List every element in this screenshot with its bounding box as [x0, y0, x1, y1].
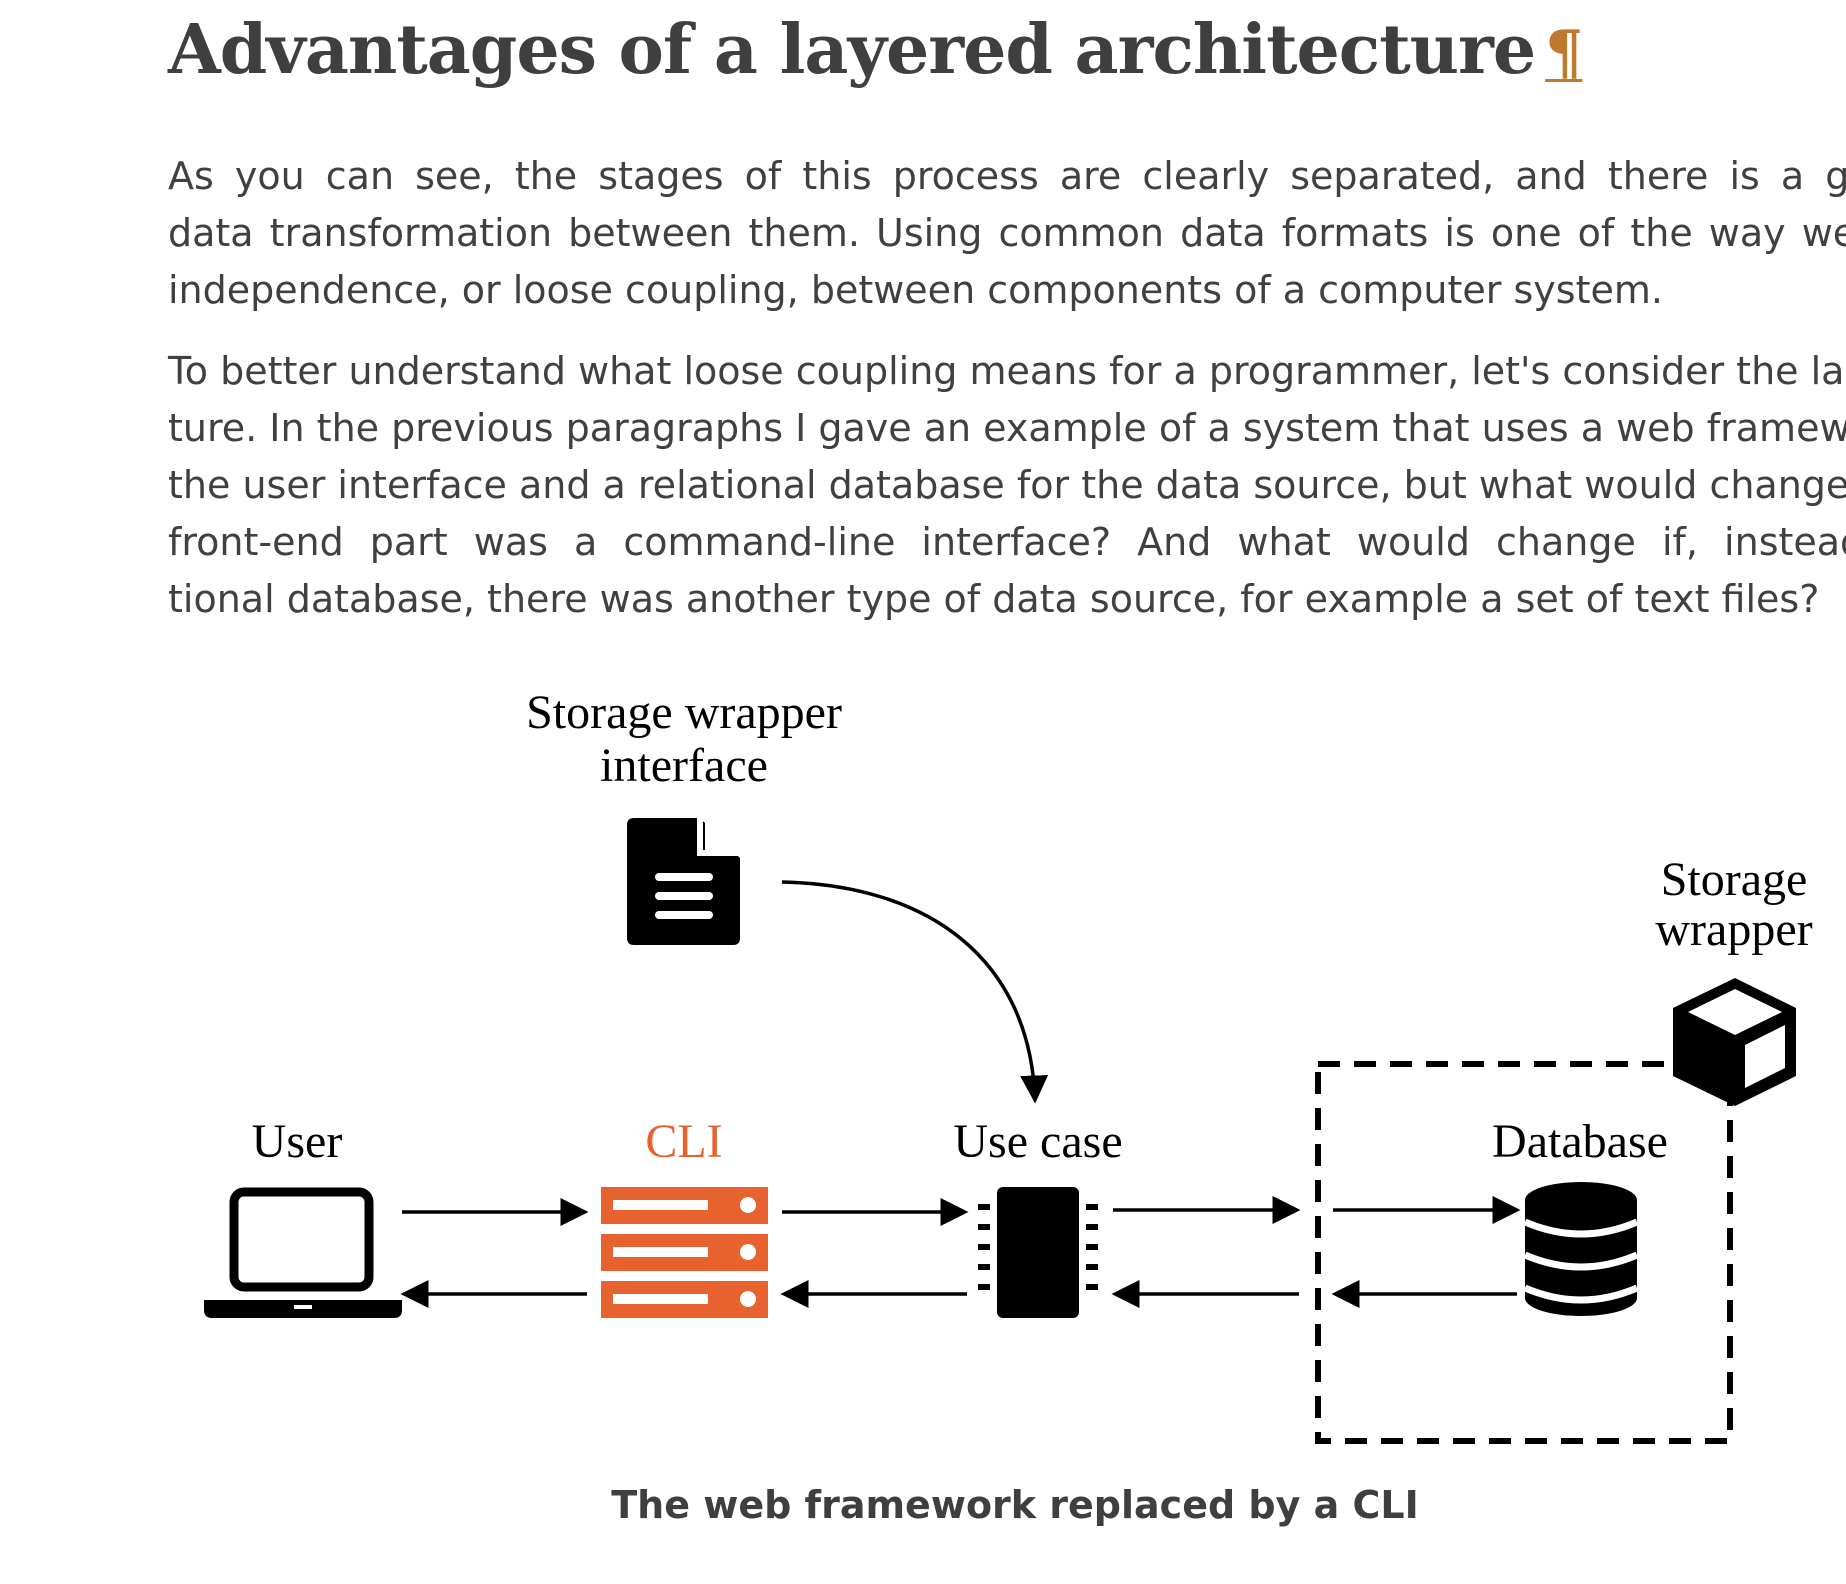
paragraph-line: data transformation between them. Using …: [168, 211, 1846, 255]
section-heading: Advantages of a layered architecture¶: [168, 10, 1583, 93]
cube-icon: [1673, 978, 1796, 1106]
paragraph-line: To better understand what loose coupling…: [168, 349, 1846, 393]
paragraph-line: front-end part was a command-line interf…: [168, 520, 1846, 564]
laptop-icon: [204, 1187, 402, 1318]
permalink-icon[interactable]: ¶: [1545, 18, 1583, 88]
cli-server-icon: [601, 1187, 768, 1318]
storage-wrapper-boundary: [1315, 1061, 1733, 1444]
user-label: User: [252, 1115, 343, 1168]
architecture-diagram: Storage wrapper interface Storage wrappe…: [204, 686, 1813, 1444]
storage-wrapper-interface-label: interface: [600, 739, 768, 792]
storage-wrapper-interface-label: Storage wrapper: [526, 686, 842, 739]
paragraph-line: the user interface and a relational data…: [168, 463, 1846, 507]
database-icon: [1523, 1182, 1639, 1316]
figure-caption: The web framework replaced by a CLI: [611, 1483, 1419, 1527]
paragraph-line: independence, or loose coupling, between…: [168, 268, 1663, 312]
chip-icon: [978, 1187, 1098, 1318]
paragraph-line: ture. In the previous paragraphs I gave …: [168, 406, 1846, 450]
paragraph-1: As you can see, the stages of this proce…: [168, 148, 1846, 319]
paragraph-line: As you can see, the stages of this proce…: [168, 154, 1846, 198]
interface-to-usecase-arrow: [781, 880, 1049, 1104]
cli-label: CLI: [645, 1115, 722, 1168]
storage-wrapper-label: Storage: [1661, 853, 1808, 906]
paragraph-line: tional database, there was another type …: [168, 577, 1820, 621]
storage-wrapper-label: wrapper: [1655, 903, 1812, 956]
use-case-label: Use case: [953, 1115, 1122, 1168]
database-label: Database: [1492, 1115, 1668, 1168]
paragraph-2: To better understand what loose coupling…: [168, 343, 1846, 628]
document-icon: [627, 815, 743, 945]
section-title: Advantages of a layered architecture: [168, 10, 1536, 90]
